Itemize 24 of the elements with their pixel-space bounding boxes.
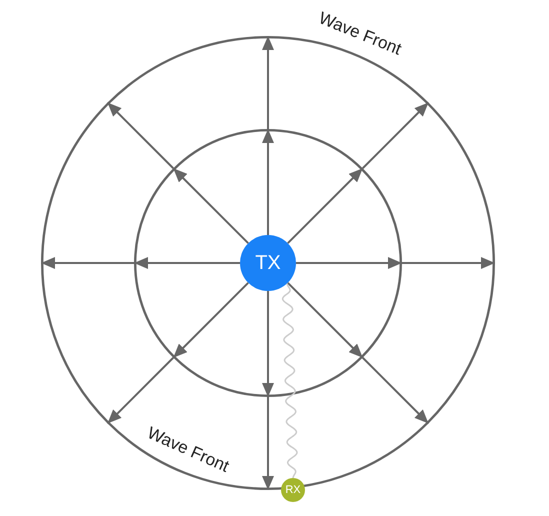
inner-wave-front-ring: [134, 129, 402, 397]
node-label: TX: [255, 252, 281, 274]
propagation-arrow: [287, 168, 364, 244]
propagation-arrow: [262, 36, 274, 129]
propagation-arrow: [262, 397, 274, 490]
transmitter-node: [240, 235, 296, 291]
receiver-node: [281, 478, 305, 502]
propagation-arrow: [402, 257, 495, 269]
wavy-signal-line: [282, 283, 298, 478]
propagation-arrow: [296, 257, 402, 269]
wave-front-label: Wave Front: [144, 423, 232, 477]
node-label: RX: [285, 484, 301, 496]
propagation-arrow: [262, 291, 274, 397]
propagation-arrow: [106, 357, 174, 424]
propagation-arrow: [41, 257, 134, 269]
propagation-arrow: [287, 282, 364, 358]
propagation-arrow: [106, 102, 174, 169]
propagation-arrow: [362, 357, 430, 424]
propagation-arrow: [362, 102, 430, 169]
propagation-arrow: [134, 257, 240, 269]
propagation-arrow: [262, 129, 274, 235]
propagation-arrow: [172, 168, 249, 244]
wave-front-label: Wave Front: [316, 8, 404, 60]
propagation-arrow: [172, 282, 249, 358]
